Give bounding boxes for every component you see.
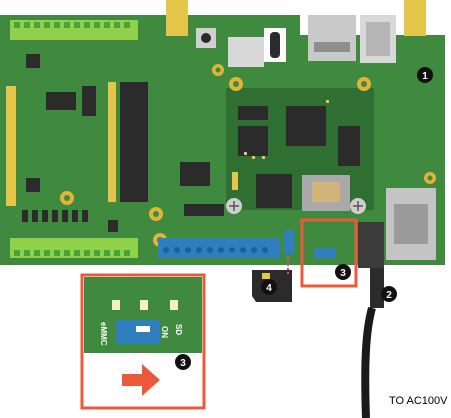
soc-chip (286, 106, 326, 146)
chip (46, 92, 76, 110)
sd-label: SD (174, 324, 183, 335)
dip-switch-lever (136, 326, 150, 332)
dip-switch-zoom-inset (80, 273, 206, 410)
dip-switch-highlight (300, 218, 358, 288)
svg-text:1: 1 (422, 71, 428, 82)
usb-port (308, 15, 356, 61)
switch-direction-arrow (122, 364, 160, 396)
pin-header (108, 82, 116, 202)
callout-3: 3 (335, 264, 351, 280)
connector-header (120, 82, 148, 202)
pin-header (6, 86, 16, 206)
left-io-board (0, 15, 150, 265)
callout-3-zoom: 3 (175, 354, 191, 370)
emmc-label: eMMC (99, 322, 108, 346)
antenna-connector (166, 0, 188, 36)
main-board (149, 0, 445, 265)
svg-text:3: 3 (180, 358, 186, 369)
svg-text:3: 3 (340, 268, 346, 279)
callout-4: 4 (261, 279, 277, 295)
power-cable (358, 222, 384, 418)
boot-dip-switch (314, 248, 336, 258)
callout-2: 2 (381, 286, 397, 302)
ac-power-caption: TO AC100V (389, 395, 448, 407)
svg-text:4: 4 (266, 283, 272, 294)
callout-1: 1 (417, 67, 433, 83)
power-jack (228, 37, 264, 67)
svg-text:2: 2 (386, 290, 392, 301)
chip (82, 86, 96, 116)
antenna-connector (404, 0, 426, 36)
on-label: ON (160, 326, 169, 338)
usb-c-port (270, 32, 280, 58)
